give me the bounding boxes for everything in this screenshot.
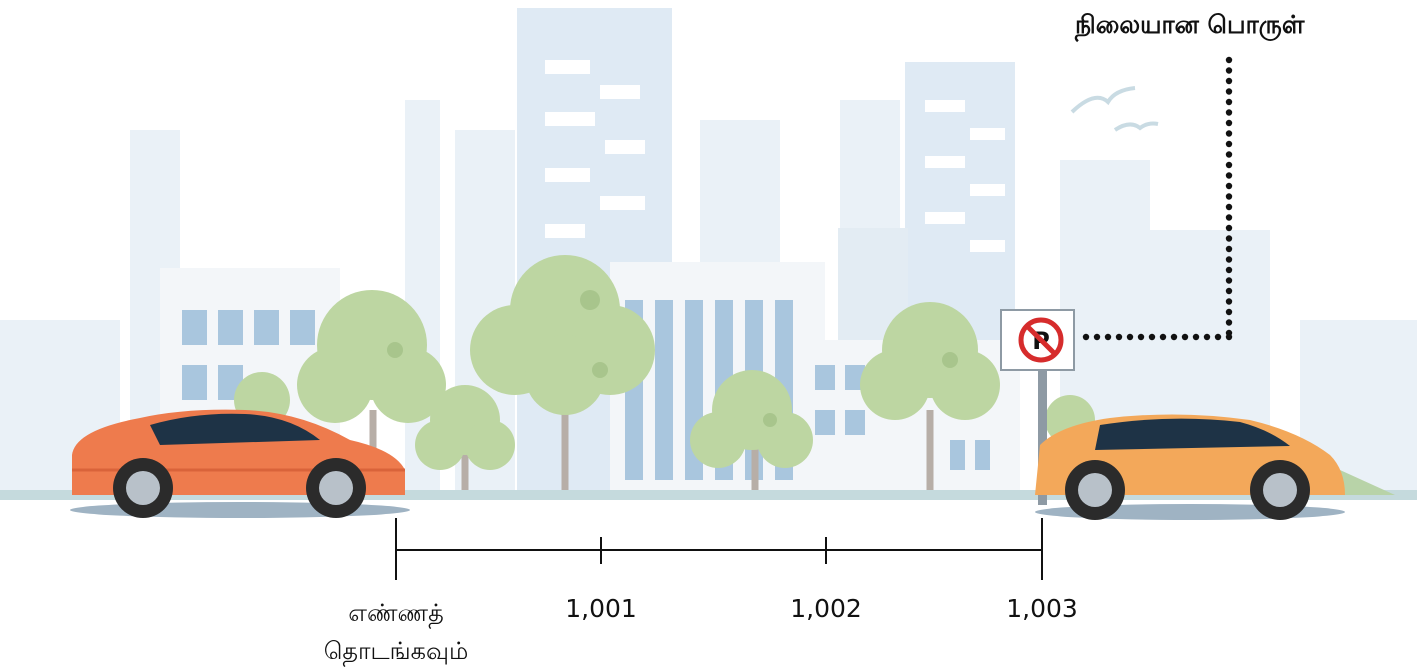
leader-dot: [1225, 333, 1233, 341]
fixed-object-label: நிலையான பொருள்: [1075, 10, 1305, 39]
leader-dot: [1225, 319, 1233, 326]
leader-dot: [1225, 88, 1233, 95]
leader-dot: [1225, 56, 1233, 64]
no-parking-sign: P: [1000, 309, 1075, 505]
leader-dot: [1159, 333, 1167, 341]
leader-dot: [1225, 77, 1233, 85]
leader-dot: [1225, 161, 1233, 169]
ground: [0, 490, 1417, 500]
leader-dot: [1225, 245, 1233, 253]
leader-dot: [1225, 109, 1233, 116]
number-line: [395, 518, 1043, 580]
leader-dot: [1225, 235, 1233, 242]
leader-dot: [1148, 333, 1156, 341]
grass-slope: [1340, 470, 1395, 495]
tick-label-1002: 1,002: [790, 594, 862, 623]
leader-dot: [1214, 333, 1222, 341]
no-parking-icon: P: [1018, 317, 1064, 363]
leader-dot: [1225, 130, 1233, 137]
leader-dot: [1225, 214, 1233, 221]
tick-label-1003: 1,003: [1006, 594, 1078, 623]
leader-dot: [1104, 333, 1112, 341]
birds: [1070, 86, 1159, 132]
leader-dot: [1170, 333, 1178, 341]
leader-dot: [1225, 182, 1233, 190]
leader-dot: [1225, 203, 1233, 211]
start-count-label-line2: தொடங்கவும்: [323, 637, 469, 665]
right-car: [1035, 414, 1345, 520]
leader-dot: [1203, 333, 1211, 341]
tick-label-1001: 1,001: [565, 594, 637, 623]
leader-dot: [1225, 266, 1233, 274]
leader-dot: [1181, 333, 1189, 341]
left-car: [70, 409, 410, 518]
leader-dot: [1225, 67, 1233, 74]
leader-dot: [1225, 256, 1233, 263]
leader-dot: [1225, 151, 1233, 158]
leader-dot: [1137, 333, 1145, 341]
leader-dot: [1192, 333, 1200, 341]
leader-dot: [1082, 333, 1090, 341]
leader-dot: [1225, 308, 1233, 316]
dotted-leader: [1082, 56, 1233, 341]
leader-dot: [1093, 333, 1101, 341]
start-count-label-line1: எண்ணத்: [348, 599, 444, 627]
leader-dot: [1225, 193, 1233, 200]
leader-dot: [1115, 333, 1123, 341]
leader-dot: [1225, 98, 1233, 106]
leader-dot: [1225, 140, 1233, 148]
leader-dot: [1225, 287, 1233, 295]
leader-dot: [1225, 172, 1233, 179]
leader-dot: [1225, 277, 1233, 284]
leader-dot: [1225, 224, 1233, 232]
leader-dot: [1126, 333, 1134, 341]
leader-dot: [1225, 119, 1233, 127]
start-count-label: எண்ணத் தொடங்கவும்: [324, 594, 469, 670]
leader-dot: [1225, 298, 1233, 305]
